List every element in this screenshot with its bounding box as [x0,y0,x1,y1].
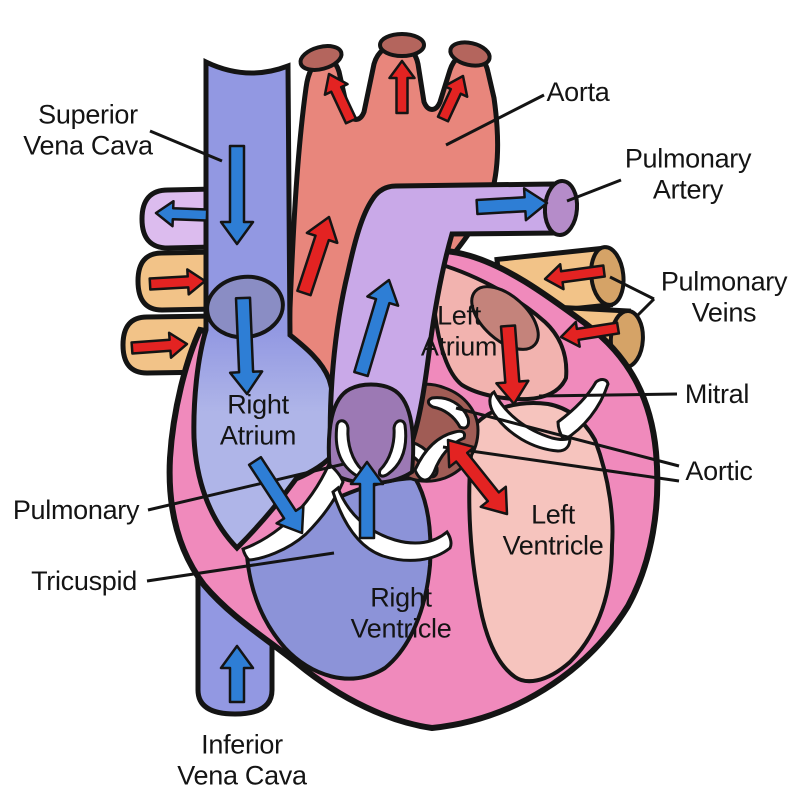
leader-line-superior-vena-cava [149,129,223,163]
label-pulmonary-artery: Pulmonary Artery [624,143,752,205]
leader-line-aortic [442,445,680,483]
label-aortic-valve: Aortic [685,455,753,486]
label-right-ventricle: Right Ventricle [350,582,452,644]
aorta-arch-up-arrow [296,215,339,297]
right-vein-1-in-arrow [543,263,606,291]
leader-line-pulmonary-valve [147,462,345,512]
label-pulmonary-valve: Pulmonary [12,494,140,525]
leader-line-pulmonary-artery [566,178,622,203]
through-pulmonary-valve-up-arrow [349,460,385,540]
left-ventricle-chamber [467,401,615,684]
pulmonary-trunk-out-right-arrow [475,187,549,222]
label-tricuspid-valve: Tricuspid [31,565,137,596]
label-right-atrium: Right Atrium [219,389,297,451]
label-pulmonary-veins: Pulmonary Veins [660,266,788,328]
label-aorta: Aorta [546,76,610,107]
label-mitral-valve: Mitral [684,378,750,409]
aortic-valve-leaflet-1 [426,396,470,430]
leader-line-aorta [445,93,545,147]
atrium-to-ventricle-right-arrow [247,455,305,535]
aortic-valve-flow-arrow [446,438,509,516]
label-left-atrium: Left Atrium [420,300,498,362]
leader-line-pulmonary-veins [634,297,656,319]
pulmonary-vein-opening-oval [470,285,540,351]
ivc-flow-up-arrow [219,644,255,704]
tricuspid-valve-leaflet-2 [331,485,453,562]
svc-into-atrium-down-arrow [228,296,264,396]
leader-line-aortic [455,406,680,468]
svc-flow-down-arrow [219,144,255,246]
left-vein-1-in-arrow [148,268,207,296]
leader-line-mitral [538,392,678,398]
label-inferior-vena-cava: Inferior Vena Cava [177,729,307,791]
aorta-branch-1-up-arrow [323,72,358,125]
left-atrium-down-arrow [495,324,530,406]
label-left-ventricle: Left Ventricle [502,499,604,561]
leader-line-tricuspid [146,551,335,583]
aorta-branch-3-up-arrow [436,74,469,123]
tricuspid-valve-leaflet-1 [241,461,345,562]
left-vein-2-in-arrow [130,331,189,359]
aorta-branch-opening-3 [448,40,492,68]
label-superior-vena-cava: Superior Vena Cava [23,99,153,161]
left-pulmonary-artery-out-arrow [154,199,209,228]
annotations-layer [130,59,680,704]
aorta-branch-2-up-arrow [388,59,416,115]
aorta-branch-opening-2 [378,32,426,58]
pulmonary-valve-leaflet-2 [378,419,408,478]
right-vein-2-in-arrow [559,320,621,348]
pulmonary-artery-opening-ellipse [542,179,580,237]
pulmonary-trunk-up-arrow [353,278,400,378]
aorta-branch-opening-1 [298,44,344,72]
leader-line-pulmonary-veins [609,275,655,301]
